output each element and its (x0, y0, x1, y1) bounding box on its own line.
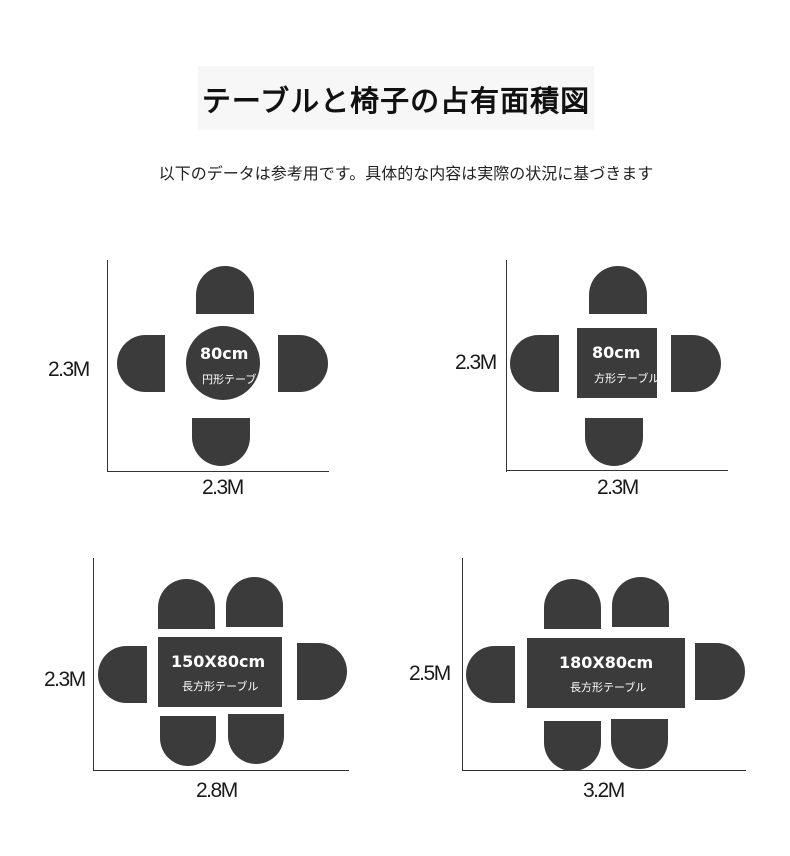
title-background (198, 66, 594, 130)
rectangular-table: 180X80cm 長方形テーブル (527, 638, 685, 708)
chair (278, 335, 328, 392)
width-dimension-label: 2.3M (202, 476, 244, 499)
round-table: 80cm 円形テーブル (186, 326, 260, 400)
table-type-label: 長方形テーブル (570, 681, 647, 694)
height-dimension-label: 2.3M (44, 668, 86, 691)
width-dimension-label: 2.8M (196, 779, 238, 802)
chair (695, 643, 745, 700)
chair (196, 266, 254, 314)
y-axis-line (506, 260, 507, 472)
y-axis-line (462, 558, 463, 771)
chair (510, 335, 559, 392)
table-size-label: 80cm (200, 344, 249, 363)
chair (611, 719, 668, 769)
chair (589, 266, 647, 314)
chair (226, 577, 283, 627)
page-title: テーブルと椅子の占有面積図 (201, 84, 591, 118)
table-size-label: 180X80cm (559, 653, 654, 672)
chair (466, 646, 515, 703)
height-dimension-label: 2.3M (48, 358, 90, 381)
width-dimension-label: 2.3M (597, 476, 639, 499)
x-axis-line (93, 770, 349, 771)
chair (671, 335, 721, 392)
width-dimension-label: 3.2M (583, 779, 625, 802)
chair (192, 418, 250, 466)
chair (585, 418, 643, 466)
chair (297, 643, 347, 700)
square-table: 80cm 方形テーブル (577, 328, 657, 398)
x-axis-line (462, 770, 746, 771)
rectangular-table: 150X80cm 長方形テーブル (158, 637, 282, 707)
chair (98, 646, 147, 703)
chair (544, 721, 601, 771)
table-type-label: 長方形テーブル (182, 680, 259, 693)
chair (158, 579, 215, 629)
height-dimension-label: 2.5M (409, 662, 451, 685)
height-dimension-label: 2.3M (455, 351, 497, 374)
page-subtitle: 以下のデータは参考用です。具体的な内容は実際の状況に基づきます (158, 164, 654, 183)
table-size-label: 80cm (592, 343, 641, 362)
chair (228, 714, 284, 764)
table-type-label: 方形テーブル (594, 372, 657, 385)
y-axis-line (93, 558, 94, 771)
chair (160, 716, 216, 766)
x-axis-line (506, 470, 728, 471)
chair (117, 335, 165, 392)
table-size-label: 150X80cm (171, 652, 266, 671)
x-axis-line (107, 471, 329, 472)
chair (544, 579, 601, 629)
y-axis-line (107, 260, 108, 472)
chair (612, 577, 669, 627)
table-type-label: 円形テーブル (202, 373, 260, 386)
